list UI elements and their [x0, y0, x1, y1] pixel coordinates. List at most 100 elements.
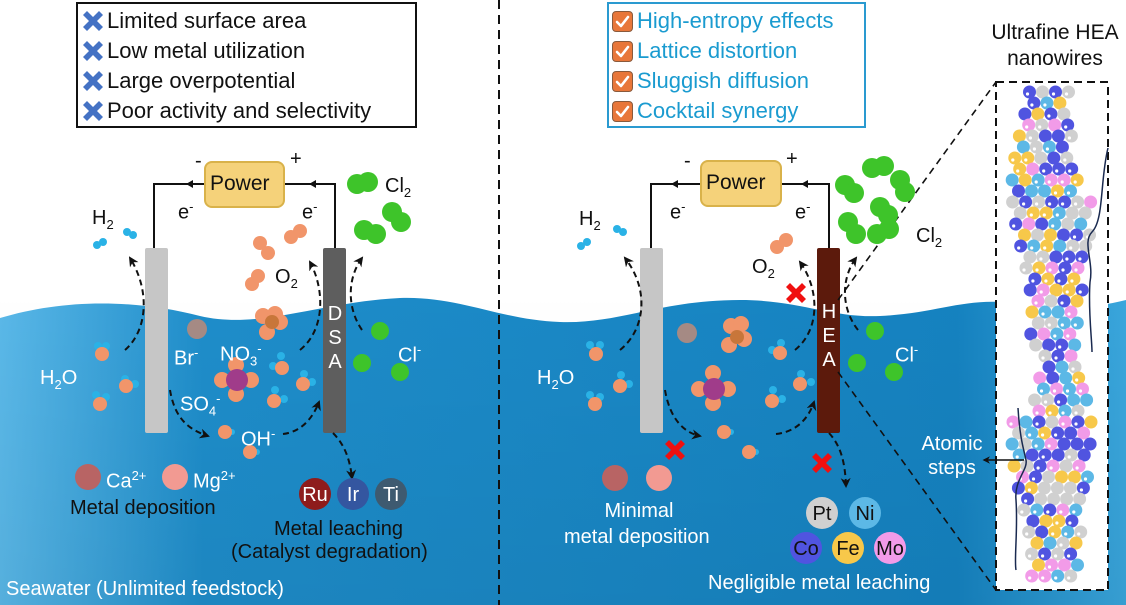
hea-atom — [1042, 360, 1056, 374]
advantages-list: High-entropy effects Lattice distortion … — [612, 6, 833, 126]
atom-highlight — [1058, 345, 1062, 349]
hea-atom — [1012, 426, 1026, 440]
hea-atom — [1048, 217, 1062, 231]
zoom-line-top — [837, 81, 997, 301]
atom-highlight — [1038, 125, 1042, 129]
hea-atom — [1032, 195, 1046, 209]
hea-atom — [1017, 503, 1031, 517]
hea-atom — [1065, 162, 1079, 176]
hea-atom — [1013, 206, 1027, 220]
atom-highlight — [1049, 466, 1053, 470]
leaching-arrow — [332, 432, 357, 480]
nitrate-ion-right — [721, 316, 752, 353]
cross-icon — [83, 11, 103, 31]
atom-highlight — [1073, 323, 1077, 327]
plus-terminal-right: + — [786, 148, 798, 170]
hea-atom — [1070, 437, 1084, 451]
atom-highlight — [1036, 466, 1040, 470]
h2o-label: H2O — [40, 367, 78, 392]
hydroxide-ions — [218, 425, 260, 459]
hea-atom — [1060, 151, 1074, 165]
power-supply-right — [700, 160, 782, 207]
cathode-right — [640, 248, 663, 433]
hea-atom — [1068, 338, 1082, 352]
hea-atom — [1058, 415, 1072, 429]
atom-highlight — [1041, 576, 1045, 580]
water-molecules-right — [586, 339, 815, 411]
hea-atom — [1025, 426, 1039, 440]
hea-atom — [1051, 184, 1064, 198]
hea-atom — [1022, 217, 1036, 231]
magnesium-ion — [162, 464, 188, 490]
drawback-item: Low metal utilization — [82, 36, 371, 66]
atom-highlight — [1075, 466, 1079, 470]
h2-molecules — [93, 228, 137, 249]
hea-atom — [1045, 558, 1058, 572]
o2-molecules — [245, 224, 307, 291]
atom-highlight — [1064, 92, 1069, 96]
sulfate-ion — [214, 357, 259, 402]
atom-highlight — [1057, 400, 1061, 404]
atom-highlight — [1066, 334, 1070, 338]
sulfate-ion-right — [691, 365, 736, 411]
hea-atom — [1047, 492, 1061, 506]
hea-atom — [1037, 481, 1051, 495]
hea-atom — [1026, 514, 1040, 528]
metal-leaching-label: Metal leaching — [274, 518, 403, 540]
hea-atom — [1028, 393, 1042, 407]
atom-highlight — [1055, 213, 1059, 217]
atom-highlight — [1059, 543, 1063, 547]
ti-label: Ti — [383, 484, 399, 506]
hea-atom — [1080, 393, 1094, 407]
co-label: Co — [793, 538, 819, 560]
checkbox-icon — [612, 70, 633, 92]
atom-highlight — [1083, 477, 1088, 481]
atom-highlight — [1059, 510, 1063, 514]
atom-highlight — [1042, 213, 1046, 217]
hea-atom — [1054, 272, 1068, 286]
hea-atom — [1057, 437, 1071, 451]
h2o-label-right: H2O — [537, 367, 575, 392]
atom-highlight — [1015, 455, 1019, 459]
h2-evolution-arrow-right — [619, 256, 643, 351]
nanowire-atoms — [1005, 85, 1098, 583]
electron-arrow-left-right-panel — [671, 180, 678, 188]
hea-atom — [1051, 426, 1065, 440]
hea-atom — [1045, 415, 1059, 429]
advantage-text: Sluggish diffusion — [637, 68, 810, 93]
advantage-text: Cocktail synergy — [637, 98, 799, 123]
hea-atom — [1066, 239, 1080, 253]
atom-highlight — [1075, 378, 1079, 382]
hea-atom — [1025, 305, 1039, 319]
hea-atom — [1064, 349, 1078, 363]
hea-atom — [1016, 140, 1030, 154]
hea-atom — [1045, 404, 1059, 418]
hea-atom — [1076, 382, 1089, 396]
hea-atom — [1024, 481, 1038, 495]
drawback-text: Low metal utilization — [107, 38, 306, 63]
atom-highlight — [1047, 323, 1051, 327]
hea-atom — [1039, 514, 1053, 528]
atom-highlight — [1044, 279, 1048, 283]
atom-highlight — [1041, 433, 1045, 437]
hea-atom — [1051, 349, 1065, 363]
cl-label-right: Cl- — [895, 342, 919, 367]
hea-atom — [1014, 239, 1028, 253]
hea-atom — [1019, 261, 1033, 275]
hea-atom — [1039, 206, 1053, 220]
hea-atom — [1007, 459, 1021, 473]
hea-atom — [1032, 404, 1046, 418]
atom-highlight — [1035, 422, 1039, 426]
hea-atom — [1047, 151, 1061, 165]
hea-atom — [1030, 536, 1044, 550]
hea-atom — [1038, 349, 1052, 363]
atom-highlight — [1061, 411, 1065, 415]
hea-atom — [1084, 195, 1098, 209]
hea-atom — [1064, 184, 1077, 198]
hea-atom — [1071, 404, 1085, 418]
cl2-molecules — [347, 172, 411, 244]
ir-label: Ir — [346, 484, 360, 506]
hea-atom — [1031, 316, 1045, 330]
atom-highlight — [1033, 510, 1037, 514]
